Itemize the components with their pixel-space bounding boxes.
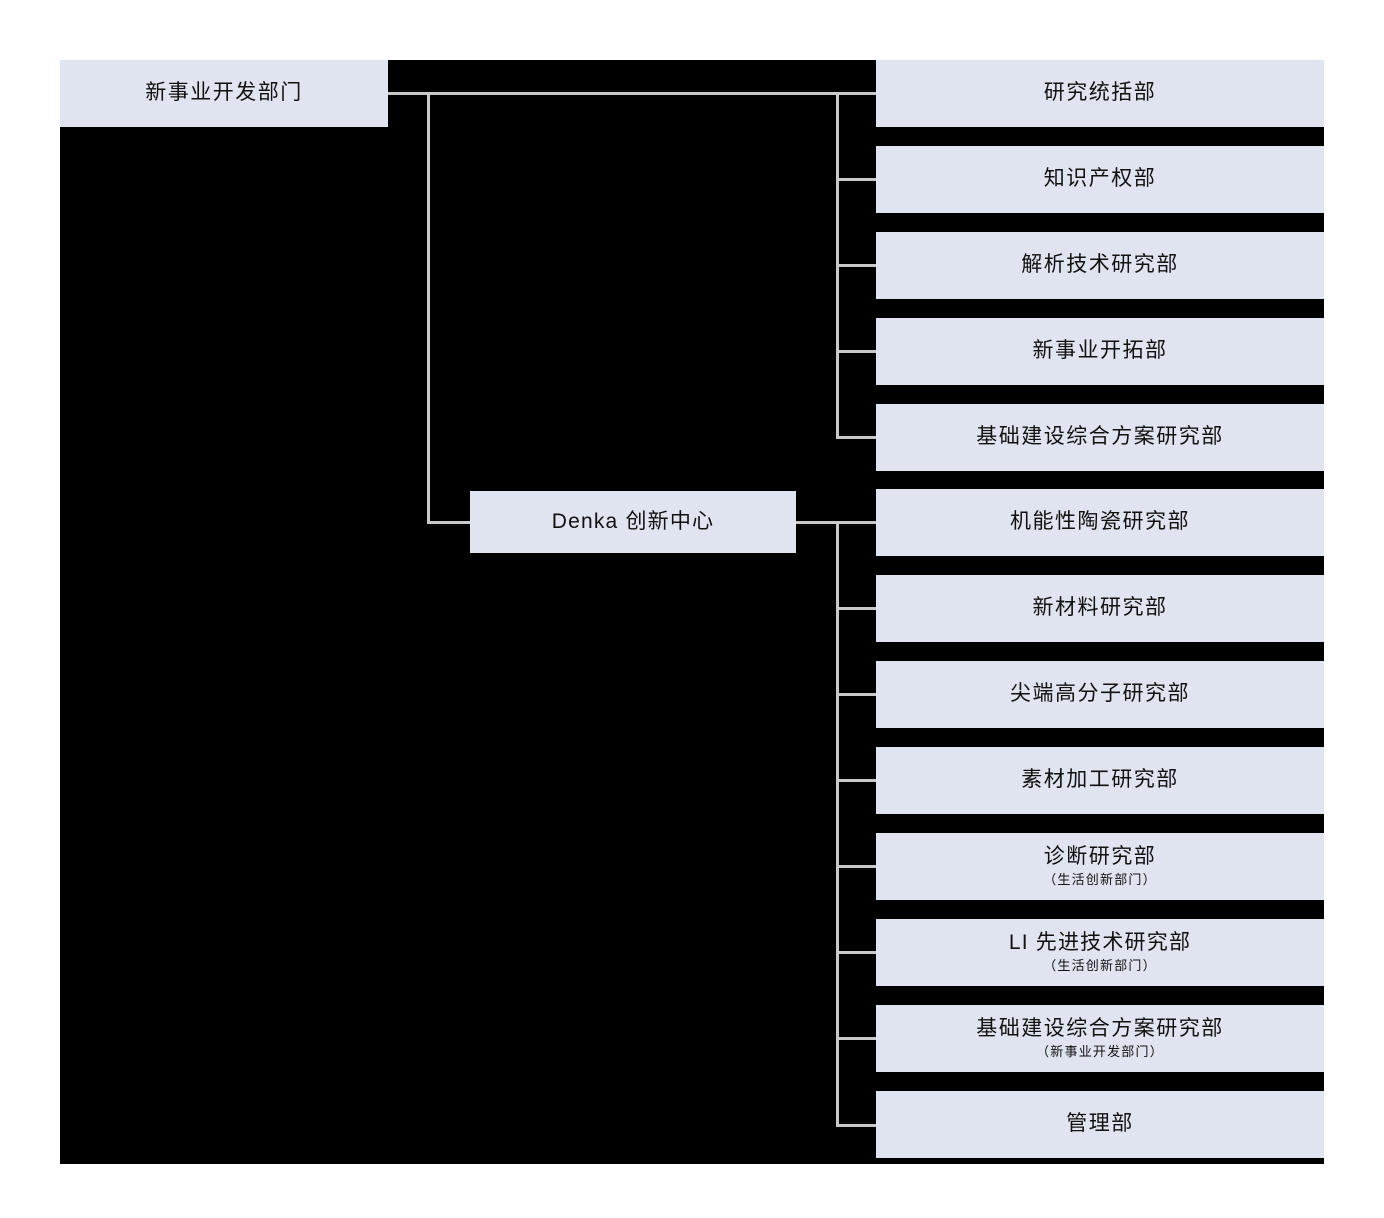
node-upper-4[interactable]: 新事业开拓部	[876, 318, 1324, 385]
node-upper-2[interactable]: 知识产权部	[876, 146, 1324, 213]
node-lower-5[interactable]: 诊断研究部 （生活创新部门）	[876, 833, 1324, 900]
node-upper-5[interactable]: 基础建设综合方案研究部	[876, 404, 1324, 471]
connector-stub-upper-5	[836, 436, 878, 439]
node-lower-4-label: 素材加工研究部	[1021, 768, 1179, 792]
connector-stub-upper-1	[836, 92, 878, 95]
node-lower-1[interactable]: 机能性陶瓷研究部	[876, 489, 1324, 556]
connector-stub-lower-7	[836, 1037, 878, 1040]
node-lower-7-sublabel: （新事业开发部门）	[1036, 1043, 1164, 1059]
node-root[interactable]: 新事业开发部门	[60, 60, 388, 127]
node-lower-7[interactable]: 基础建设综合方案研究部 （新事业开发部门）	[876, 1005, 1324, 1072]
node-lower-1-label: 机能性陶瓷研究部	[1010, 510, 1190, 534]
connector-root-horizontal	[388, 92, 430, 95]
connector-stub-upper-2	[836, 178, 878, 181]
connector-lower-trunk-horizontal	[795, 521, 839, 524]
node-root-label: 新事业开发部门	[145, 81, 303, 105]
node-lower-6-label: LI 先进技术研究部	[1008, 931, 1192, 955]
node-lower-5-sublabel: （生活创新部门）	[1043, 871, 1157, 887]
node-upper-3[interactable]: 解析技术研究部	[876, 232, 1324, 299]
node-center-label: Denka 创新中心	[551, 509, 715, 533]
node-upper-4-label: 新事业开拓部	[1032, 339, 1168, 363]
connector-stub-lower-3	[836, 693, 878, 696]
node-lower-4[interactable]: 素材加工研究部	[876, 747, 1324, 814]
connector-stub-lower-5	[836, 865, 878, 868]
connector-stub-upper-4	[836, 350, 878, 353]
connector-stub-lower-8	[836, 1124, 878, 1127]
connector-stub-lower-1	[836, 521, 878, 524]
connector-upper-trunk-horizontal	[427, 92, 839, 95]
connector-stub-upper-3	[836, 264, 878, 267]
node-lower-8[interactable]: 管理部	[876, 1091, 1324, 1158]
node-lower-5-label: 诊断研究部	[1043, 845, 1157, 869]
connector-root-vertical	[427, 92, 430, 524]
connector-stub-lower-6	[836, 951, 878, 954]
connector-lower-trunk-vertical	[836, 521, 839, 1127]
connector-stub-lower-2	[836, 607, 878, 610]
node-lower-7-label: 基础建设综合方案研究部	[976, 1017, 1224, 1041]
node-upper-5-label: 基础建设综合方案研究部	[976, 425, 1224, 449]
node-lower-3-label: 尖端高分子研究部	[1010, 682, 1190, 706]
node-upper-1-label: 研究统括部	[1043, 81, 1157, 105]
node-lower-6[interactable]: LI 先进技术研究部 （生活创新部门）	[876, 919, 1324, 986]
node-upper-3-label: 解析技术研究部	[1021, 253, 1179, 277]
node-center[interactable]: Denka 创新中心	[470, 491, 796, 553]
node-upper-2-label: 知识产权部	[1043, 167, 1157, 191]
node-lower-6-sublabel: （生活创新部门）	[1043, 957, 1157, 973]
node-lower-2[interactable]: 新材料研究部	[876, 575, 1324, 642]
node-lower-8-label: 管理部	[1066, 1112, 1134, 1136]
node-lower-3[interactable]: 尖端高分子研究部	[876, 661, 1324, 728]
node-upper-1[interactable]: 研究统括部	[876, 60, 1324, 127]
connector-stub-lower-4	[836, 779, 878, 782]
connector-center-horizontal	[427, 521, 471, 524]
node-lower-2-label: 新材料研究部	[1032, 596, 1168, 620]
